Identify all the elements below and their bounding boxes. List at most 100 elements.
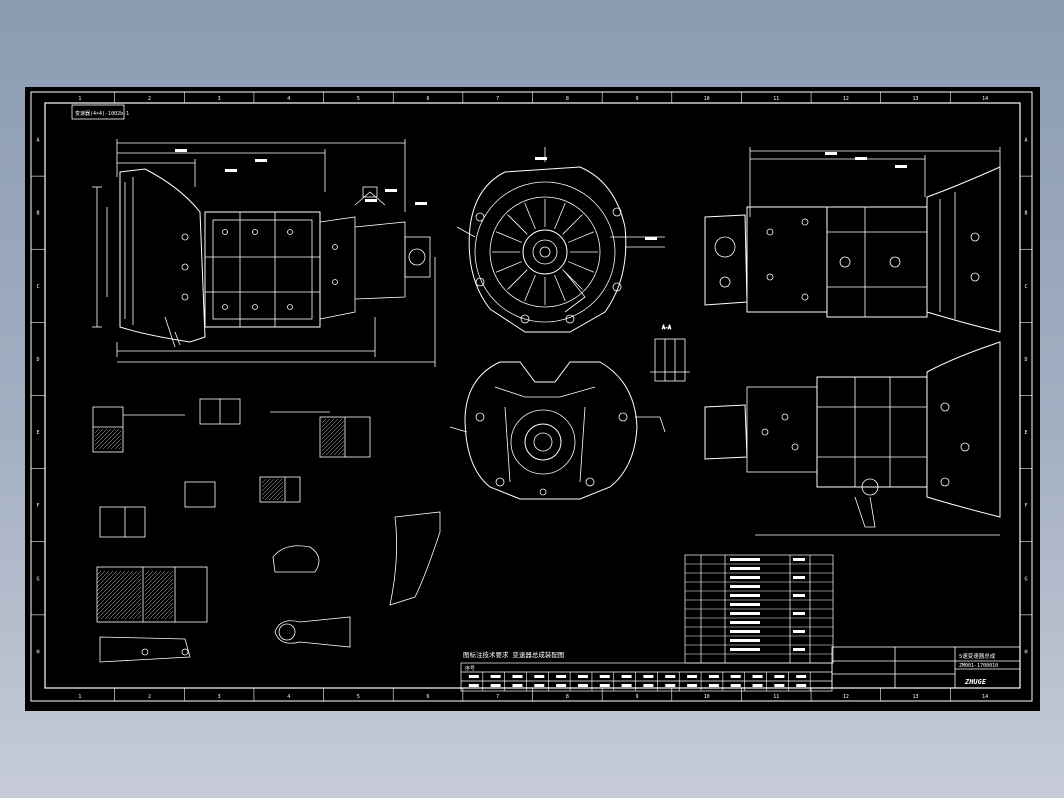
hatch-line: [128, 606, 142, 620]
revision-cell-mark: [793, 630, 805, 633]
section-details: [92, 398, 441, 663]
zone-number: 6: [427, 694, 430, 700]
zone-letter: H: [1024, 649, 1027, 655]
detail-view-a: A-A: [650, 325, 690, 382]
parts-cell-mark: [643, 684, 654, 687]
zone-letter: D: [1024, 357, 1027, 363]
parts-cell-mark: [599, 675, 610, 678]
hatch-line: [96, 570, 138, 612]
drawing-number-stamp: 变速器(4×4)-1002b-1: [71, 104, 129, 120]
hatch-line: [94, 428, 116, 450]
hatch-line: [321, 432, 345, 456]
revision-table-rows: [685, 558, 833, 655]
hatch-line: [333, 444, 345, 456]
zone-number: 14: [982, 694, 988, 700]
hatch-line: [148, 594, 174, 620]
zone-number: 8: [566, 96, 569, 102]
technical-requirements-note: 图标注技术要求 变速器总成装配图: [463, 650, 564, 659]
parts-cell-mark: [621, 684, 632, 687]
zone-number: 10: [704, 694, 710, 700]
revision-cell-mark: [730, 594, 760, 597]
parts-cell-mark: [490, 684, 501, 687]
hatch-line: [96, 570, 102, 576]
parts-cell-mark: [752, 675, 763, 678]
revision-cell-mark: [793, 612, 805, 615]
hatch-line: [118, 446, 122, 450]
hatch-line: [96, 570, 130, 604]
parts-cell-mark: [556, 684, 567, 687]
zone-letter: F: [1024, 503, 1027, 509]
hatch-line: [144, 570, 150, 576]
hatch-line: [144, 578, 174, 608]
hatch-line: [321, 418, 339, 436]
hatch-line: [321, 418, 335, 432]
hatch-line: [96, 574, 142, 620]
parts-cell-mark: [796, 684, 807, 687]
zone-number: 3: [218, 694, 221, 700]
hatch-line: [321, 428, 345, 452]
dimension-value-mark: [895, 165, 907, 168]
revision-cell-mark: [730, 576, 760, 579]
rear-view: [449, 361, 666, 500]
parts-list-columns: [468, 672, 811, 691]
parts-cell-mark: [556, 675, 567, 678]
view-label-a: A-A: [662, 325, 671, 331]
parts-cell-mark: [621, 675, 632, 678]
title-block-name: 5速变速器总成: [959, 652, 996, 660]
hatch-line: [124, 602, 142, 620]
rib-line: [507, 214, 528, 235]
hatch-line: [337, 448, 345, 456]
hatch-line: [108, 586, 142, 620]
parts-cell-mark: [490, 675, 501, 678]
hatch-line: [144, 570, 154, 580]
hatch-line: [132, 610, 142, 620]
company-logo: ZHUGE: [964, 678, 987, 686]
hatch-line: [110, 438, 122, 450]
hatch-line: [96, 570, 114, 588]
hatch-line: [96, 570, 142, 616]
zone-letter: E: [1024, 430, 1027, 436]
zone-letter: B: [36, 211, 39, 217]
hatch-line: [144, 570, 162, 588]
hatch-line: [272, 489, 284, 501]
zone-letter: B: [1024, 211, 1027, 217]
zone-letter: C: [36, 284, 39, 290]
hatch-line: [321, 420, 345, 444]
side-elevation-view: [92, 139, 436, 367]
rib-line: [495, 261, 523, 273]
revision-cell-mark: [793, 594, 805, 597]
zone-number: 9: [635, 694, 638, 700]
hatch-line: [120, 598, 142, 620]
zone-number: 1: [78, 96, 81, 102]
lower-right-elevation-view: [704, 341, 1001, 536]
hatch-line: [112, 590, 142, 620]
revision-cell-mark: [793, 648, 805, 651]
hatch-line: [321, 418, 331, 428]
zone-number: 2: [148, 96, 151, 102]
hatch-line: [268, 485, 284, 501]
zone-letter: H: [36, 649, 39, 655]
hatch-line: [321, 418, 343, 440]
zone-number: 4: [287, 96, 290, 102]
dimension-value-mark: [535, 157, 547, 160]
zone-number: 13: [913, 96, 919, 102]
hatch-line: [96, 570, 134, 608]
parts-cell-mark: [665, 675, 676, 678]
hatch-line: [261, 478, 279, 496]
hatch-line: [264, 481, 284, 501]
dimension-value-mark: [825, 152, 837, 155]
hatch-line: [276, 493, 284, 501]
zone-number: 4: [287, 694, 290, 700]
hatch-line: [96, 570, 106, 580]
hatch-line: [144, 582, 174, 612]
hatch-line: [341, 452, 345, 456]
parts-cell-mark: [577, 684, 588, 687]
hatch-line: [144, 586, 174, 616]
rib-line: [524, 202, 536, 230]
parts-cell-mark: [468, 675, 479, 678]
